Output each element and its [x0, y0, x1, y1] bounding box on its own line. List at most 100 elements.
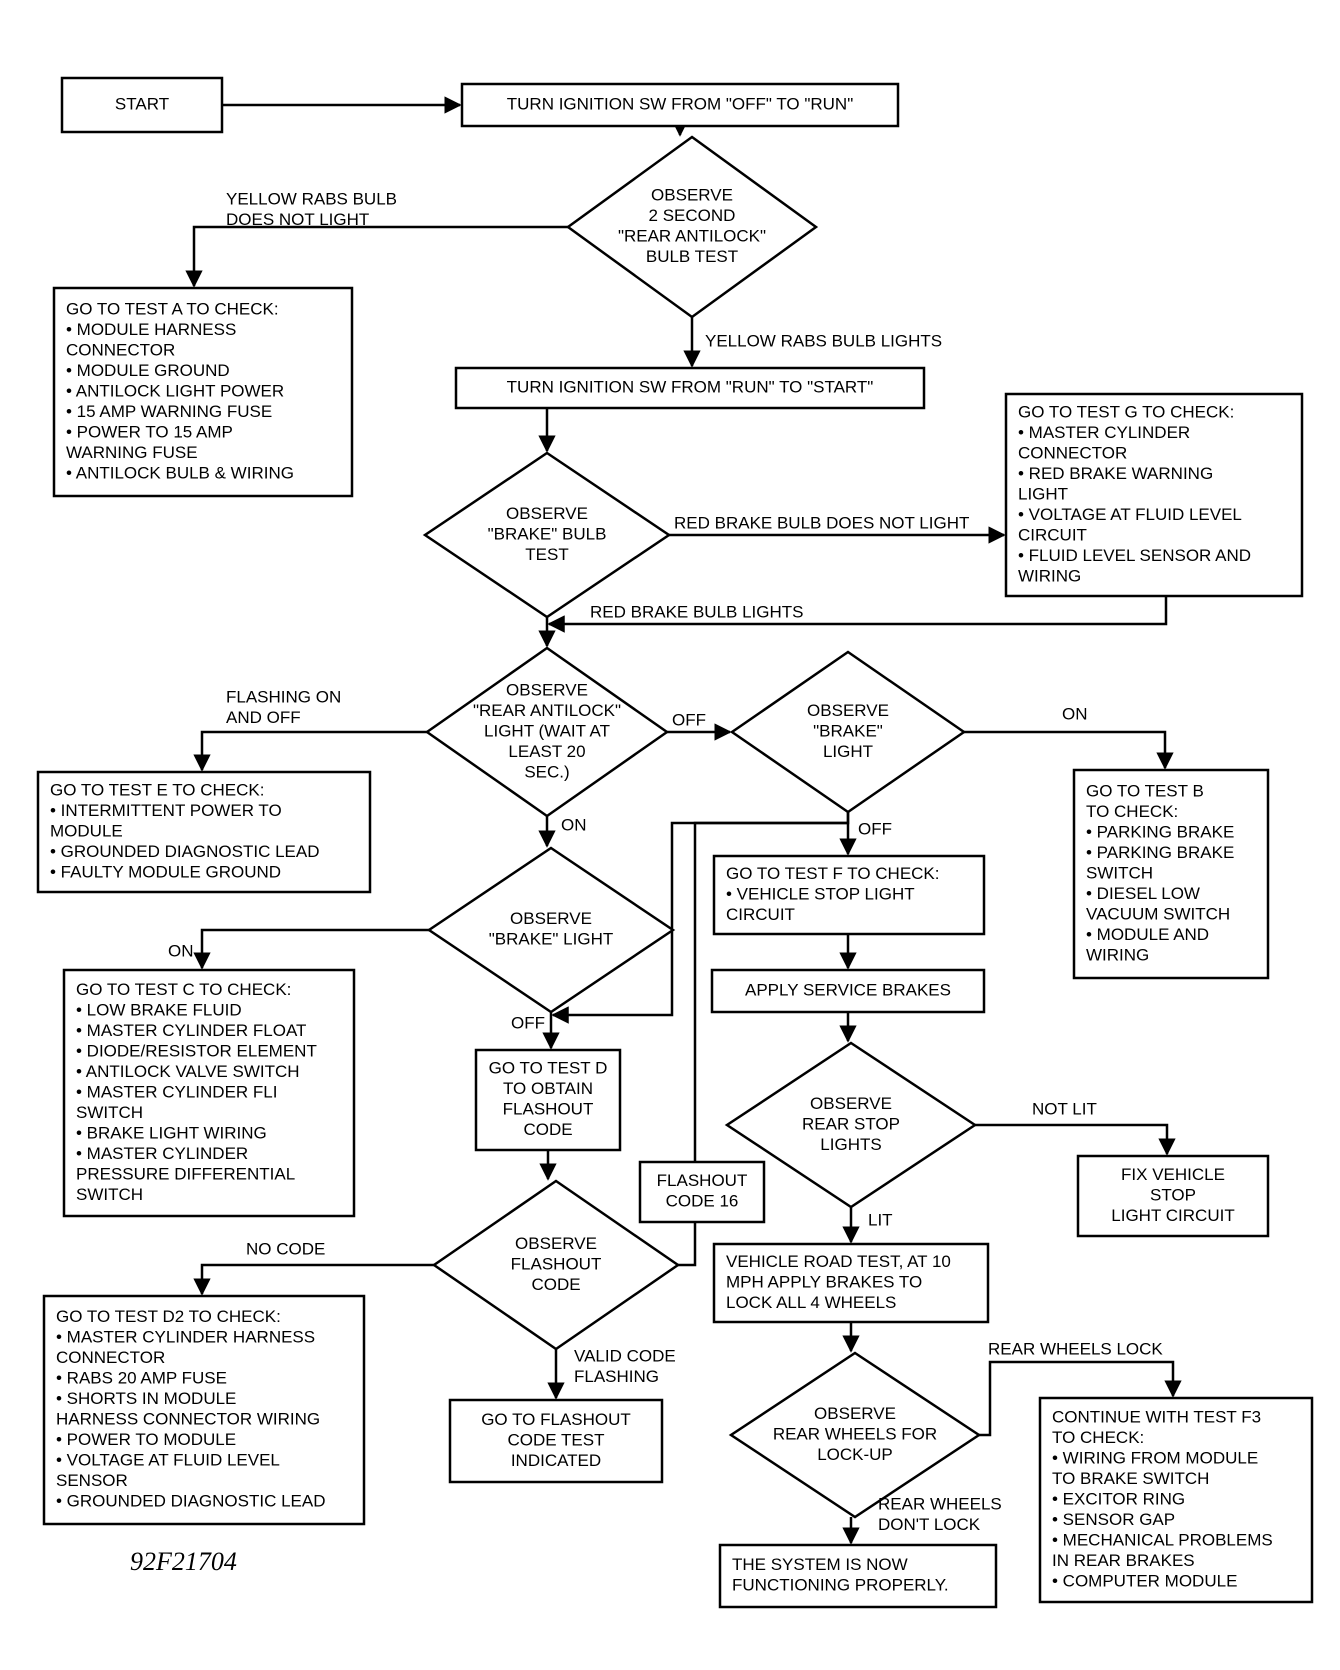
box-text-line: • VEHICLE STOP LIGHT [726, 884, 915, 903]
box-text-line: TO CHECK: [1086, 802, 1178, 821]
box-text-line: • EXCITOR RING [1052, 1489, 1185, 1508]
box-text-line: • BRAKE LIGHT WIRING [76, 1123, 267, 1142]
box-text-line: CONNECTOR [66, 340, 175, 359]
decision-diamond [565, 135, 819, 319]
box-text-line: PRESSURE DIFFERENTIAL [76, 1164, 295, 1183]
decision-diamond [728, 1351, 982, 1519]
diamond-text-line: "REAR ANTILOCK" [473, 701, 621, 720]
box-text-line: WIRING [1018, 566, 1081, 585]
box-text-line: • MODULE GROUND [66, 361, 230, 380]
process-box [710, 968, 986, 1014]
box-text-line: START [115, 94, 169, 113]
node-test-g: GO TO TEST G TO CHECK:• MASTER CYLINDER … [1004, 392, 1304, 598]
box-text-line: GO TO TEST A TO CHECK: [66, 299, 279, 318]
diamond-text-line: OBSERVE [807, 701, 889, 720]
box-text-line: CONNECTOR [56, 1348, 165, 1367]
diamond-text-line: OBSERVE [651, 186, 733, 205]
diamond-text-line: "BRAKE" [813, 721, 883, 740]
edge-label-on-left: ON [168, 941, 194, 960]
box-text-line: • POWER TO 15 AMP [66, 422, 233, 441]
diamond-text-line: SEC.) [524, 762, 569, 781]
box-text-line: • WIRING FROM MODULE [1052, 1448, 1258, 1467]
figure-id: 92F21704 [130, 1547, 237, 1576]
box-text-line: • ANTILOCK VALVE SWITCH [76, 1062, 300, 1081]
box-text-line: CODE 16 [666, 1192, 739, 1211]
edge-label-line: VALID CODE [574, 1346, 676, 1365]
node-turn-off-run: TURN IGNITION SW FROM "OFF" TO "RUN" [460, 82, 900, 128]
box-text-line: • VOLTAGE AT FLUID LEVEL [1018, 505, 1242, 524]
edge-label-line: OFF [672, 710, 706, 729]
box-text-line: • ANTILOCK LIGHT POWER [66, 381, 284, 400]
box-text-line: • FLUID LEVEL SENSOR AND [1018, 546, 1251, 565]
diamond-text-line: FLASHOUT [511, 1254, 602, 1273]
process-box [60, 76, 224, 134]
box-text-line: • VOLTAGE AT FLUID LEVEL [56, 1451, 280, 1470]
box-text-line: • INTERMITTENT POWER TO [50, 801, 282, 820]
box-text-line: TO OBTAIN [503, 1079, 593, 1098]
process-box [460, 82, 900, 128]
box-text-line: GO TO TEST D [489, 1059, 608, 1078]
process-box [52, 286, 354, 498]
diamond-text-line: "BRAKE" LIGHT [489, 930, 614, 949]
connector-arrow [547, 596, 1168, 633]
diamond-text-line: OBSERVE [506, 680, 588, 699]
diamond-text-line: LOCK-UP [817, 1445, 893, 1464]
edge-label-off-mid: OFF [511, 1013, 545, 1032]
box-text-line: TO CHECK: [1052, 1428, 1144, 1447]
process-box [42, 1294, 366, 1526]
edge-label-line: REAR WHEELS [878, 1494, 1002, 1513]
box-text-line: CIRCUIT [726, 905, 795, 924]
box-text-line: LIGHT CIRCUIT [1111, 1206, 1234, 1225]
box-text-line: LIGHT [1018, 484, 1068, 503]
box-text-line: CODE [523, 1120, 572, 1139]
box-text-line: TURN IGNITION SW FROM "RUN" TO "START" [507, 377, 874, 396]
connector-arrow [979, 1360, 1182, 1437]
box-text-line: CODE TEST [508, 1430, 605, 1449]
edge-label-line: FLASHING ON [226, 687, 341, 706]
box-text-line: GO TO TEST G TO CHECK: [1018, 402, 1234, 421]
connector-arrow [678, 1222, 697, 1267]
box-text-line: • MASTER CYLINDER FLI [76, 1082, 278, 1101]
box-text-line: • FAULTY MODULE GROUND [50, 862, 281, 881]
decision-diamond [424, 646, 670, 818]
box-text-line: GO TO TEST F TO CHECK: [726, 864, 940, 883]
edge-label-bulb-lights: YELLOW RABS BULB LIGHTS [705, 331, 942, 350]
edge-label-red-not-light: RED BRAKE BULB DOES NOT LIGHT [674, 513, 969, 532]
box-text-line: SENSOR [56, 1471, 128, 1490]
edge-label-off-1: OFF [672, 710, 706, 729]
edge-label-on-down: ON [561, 815, 587, 834]
edge-label-line: DOES NOT LIGHT [226, 210, 369, 229]
diamond-text-line: LIGHTS [820, 1135, 881, 1154]
edge-label-line: OFF [511, 1013, 545, 1032]
box-text-line: FUNCTIONING PROPERLY. [732, 1576, 949, 1595]
box-text-line: • MASTER CYLINDER [1018, 423, 1190, 442]
process-box [62, 968, 356, 1218]
diamond-text-line: REAR STOP [802, 1114, 900, 1133]
box-text-line: • DIODE/RESISTOR ELEMENT [76, 1041, 317, 1060]
box-text-line: INDICATED [511, 1451, 601, 1470]
decision-diamond [426, 846, 676, 1014]
edge-label-lit: LIT [868, 1210, 893, 1229]
process-box [36, 770, 372, 894]
box-text-line: FLASHOUT [503, 1100, 594, 1119]
edge-label-line: RED BRAKE BULB DOES NOT LIGHT [674, 513, 969, 532]
box-text-line: CONTINUE WITH TEST F3 [1052, 1407, 1261, 1426]
node-test-f3: CONTINUE WITH TEST F3 TO CHECK:• WIRING F… [1038, 1396, 1314, 1604]
decision-diamond [724, 1041, 978, 1209]
box-text-line: • RABS 20 AMP FUSE [56, 1369, 227, 1388]
diamond-text-line: CODE [531, 1275, 580, 1294]
box-text-line: • COMPUTER MODULE [1052, 1571, 1237, 1590]
box-text-line: • ANTILOCK BULB & WIRING [66, 463, 294, 482]
diamond-text-line: LIGHT [823, 742, 873, 761]
connector-arrow [551, 821, 848, 1024]
diamond-text-line: "BRAKE" BULB [488, 524, 607, 543]
edge-label-not-lit: NOT LIT [1032, 1099, 1097, 1118]
edge-label-line: ON [1062, 704, 1088, 723]
node-observe-rear-antilock-light: OBSERVE"REAR ANTILOCK"LIGHT (WAIT ATLEAS… [424, 646, 670, 818]
